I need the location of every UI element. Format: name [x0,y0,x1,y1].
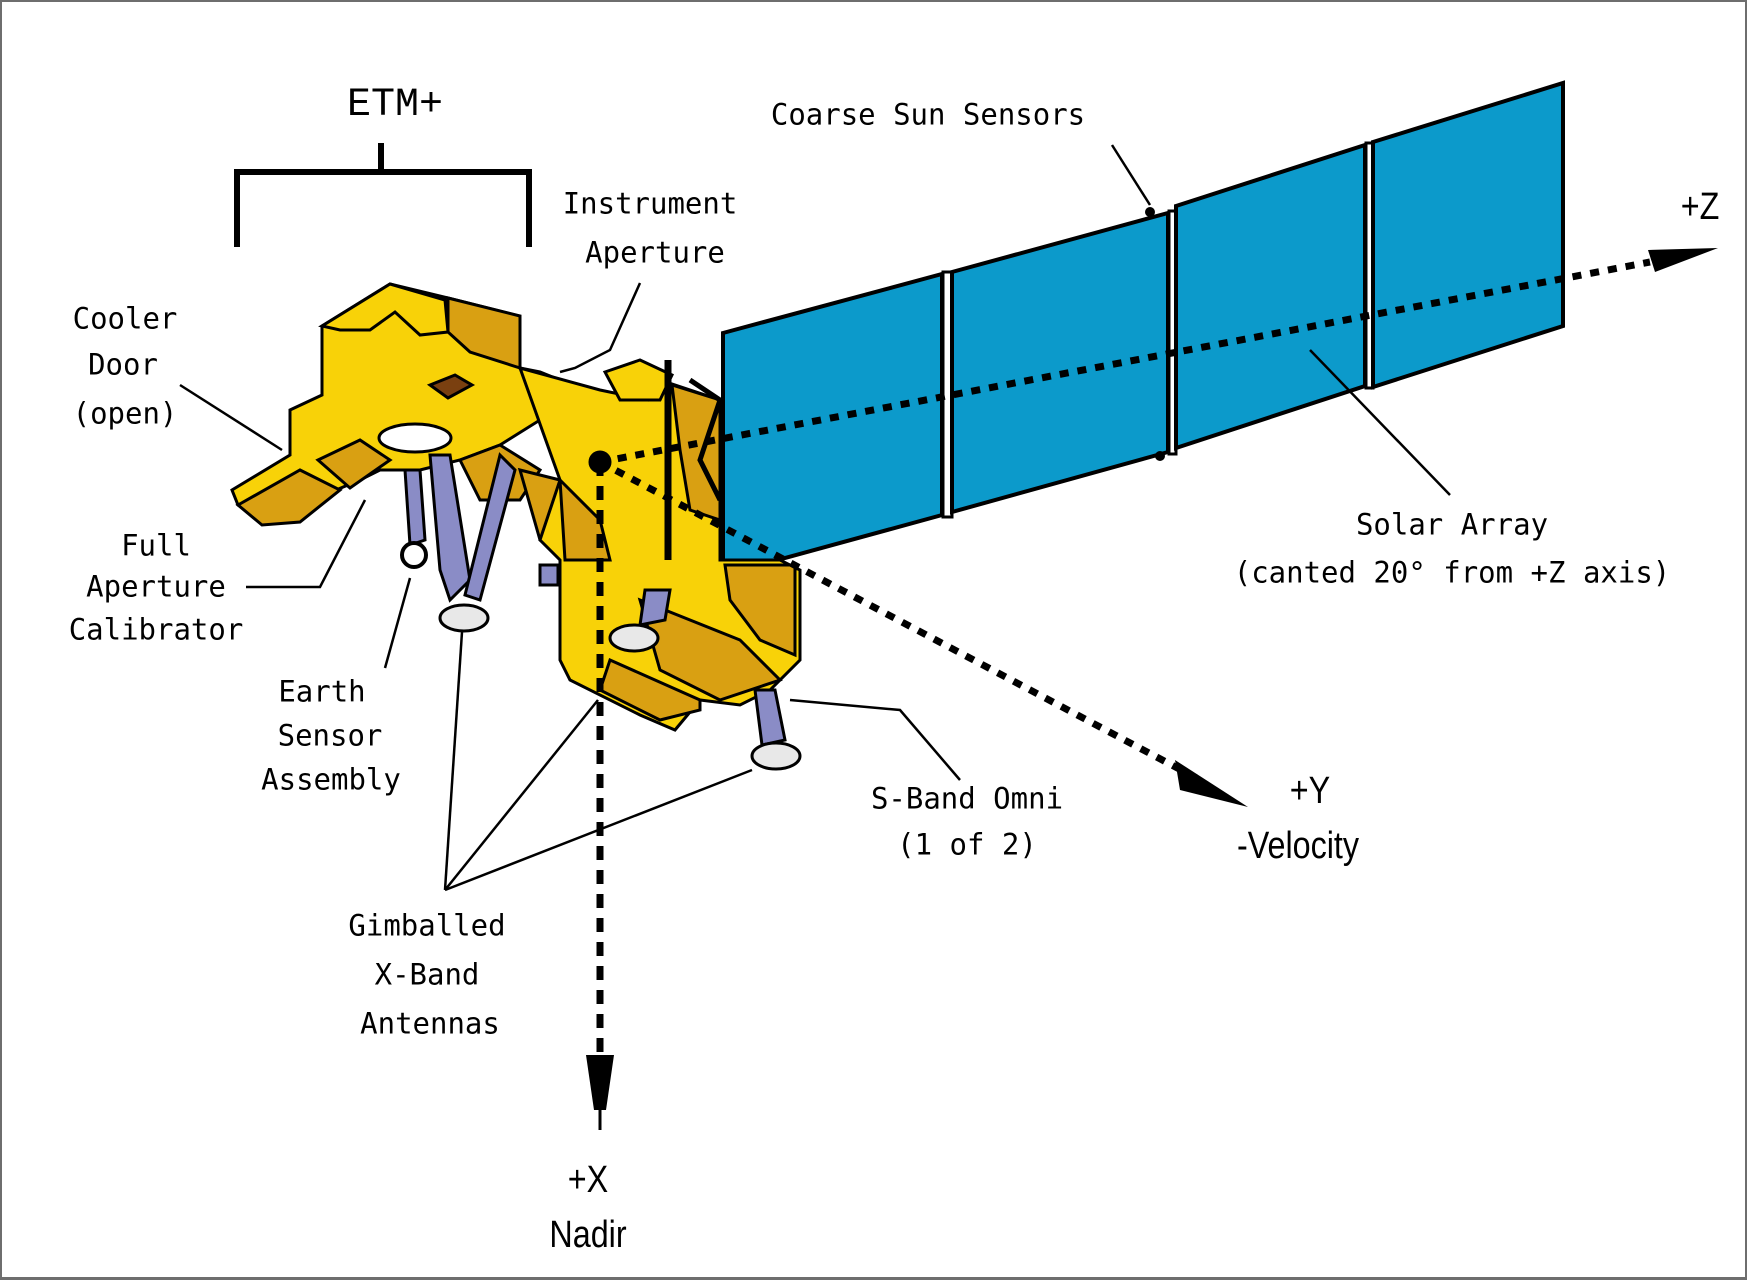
full-aperture-calibrator-label-line3: Calibrator [68,612,244,647]
z-axis-label: +Z [1680,186,1720,228]
instrument-aperture-dark [426,373,476,400]
leader-earth-sensor [383,577,412,669]
gimballed-antennas-label-line2: X-Band [374,957,480,992]
s-band-omni-antenna [750,741,802,771]
s-band-omni-label-line2: (1 of 2) [897,827,1037,862]
y-axis-arrowhead [1175,760,1248,807]
leader-lines [179,144,1451,892]
leader-solar-array [1309,349,1451,496]
instrument-aperture-label-line2: Aperture [585,235,725,270]
cooler-door-label-line1: Cooler [72,301,178,336]
axes [586,248,1718,1130]
solar-array [721,80,1565,578]
z-axis-line [599,258,1651,466]
solar-array-label-line1: Solar Array [1355,507,1549,542]
solar-panel-1 [721,271,944,578]
etm-plus-label: ETM+ [346,83,444,128]
coarse-sun-sensor-1 [1145,207,1155,217]
earth-sensor-assembly-label-line2: Sensor [277,718,383,753]
leader-coarse-sun-sensors [1110,144,1152,206]
gimballed-antennas-label-line1: Gimballed [348,908,506,943]
cooler-door [235,468,343,527]
etm-bracket [234,143,532,247]
leader-antenna-2 [444,699,599,891]
solar-panel-4 [1371,80,1565,390]
earth-sensor [400,541,428,569]
y-axis-sublabel: -Velocity [1236,825,1360,867]
leader-cooler-door [179,383,283,452]
solar-array-label-line2: (canted 20° from +Z axis) [1233,555,1671,590]
z-axis-arrowhead [1648,248,1718,272]
bus-lower-shade [637,597,783,702]
leader-instrument-aperture [559,282,642,374]
x-axis-arrowhead [586,1055,614,1110]
instrument-aperture-label-line1: Instrument [562,186,738,221]
spacecraft-body [230,282,802,771]
solar-panel-3 [1174,142,1367,451]
x-axis-sublabel: Nadir [549,1214,627,1256]
earth-sensor-assembly-label-line1: Earth [278,674,366,709]
full-aperture-calibrator-label-line1: Full [121,528,191,563]
cooler-door-label-line2: Door [88,347,158,382]
y-axis-label: +Y [1289,770,1331,812]
leader-antenna-3 [444,768,753,892]
gimbal-strut-left [428,453,472,603]
cooler-opening [377,422,453,454]
omni-mount [753,688,787,747]
full-aperture-calibrator-label-line2: Aperture [86,569,226,604]
x-band-antenna-1 [438,603,490,633]
solar-array-boom [688,377,723,502]
gimbal-strut-mid [463,452,517,602]
coarse-sun-sensor-2 [1155,451,1165,461]
etm-top-face [318,282,450,337]
etm-side-shade [446,296,522,371]
antenna-mount-bus [638,588,672,627]
bus-right-shade [723,563,797,658]
side-mount [538,563,560,587]
leader-s-band-omni [789,698,961,781]
y-axis-line [598,458,1202,784]
leader-full-aperture [246,499,367,589]
coarse-sun-sensors-label: Coarse Sun Sensors [770,97,1086,132]
x-band-antenna-2 [608,623,660,653]
s-band-omni-label-line1: S-Band Omni [870,781,1064,816]
cooler-door-label-line3: (open) [72,396,178,431]
x-axis-label: +X [567,1159,609,1201]
earth-sensor-assembly-label-line3: Assembly [261,762,401,797]
gimballed-antennas-label-line3: Antennas [360,1006,500,1041]
cooler-door-panel [315,438,393,490]
leader-antenna-1 [443,631,464,891]
calibrator-arm [403,468,427,548]
